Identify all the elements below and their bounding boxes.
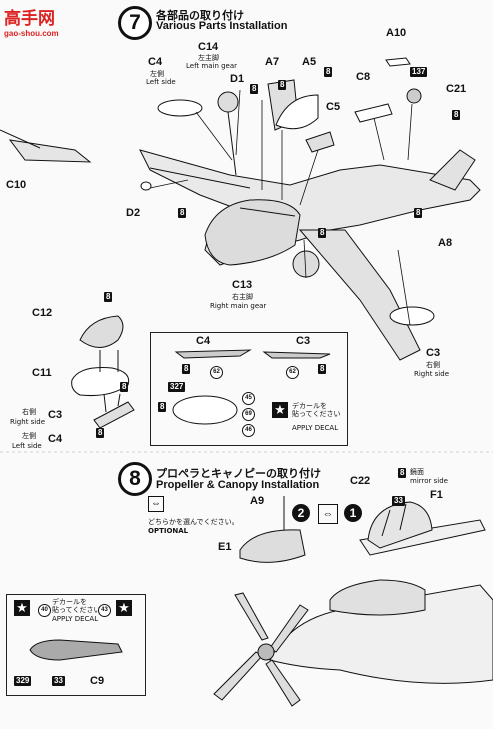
part-e1: E1 (218, 541, 232, 553)
part-c3: C3 (426, 347, 441, 359)
inset-badge-8-bottom: 8 (158, 402, 167, 412)
inset-decal-en: APPLY DECAL (292, 424, 339, 432)
part-a5: A5 (302, 56, 317, 68)
option-2-icon: 2 (292, 504, 310, 522)
part-c3-jp: 右側 (426, 361, 440, 369)
part-c4: C4 (148, 56, 163, 68)
option-swap-icon: ⇔ (318, 504, 338, 524)
part-c4-jp: 左側 (150, 70, 164, 78)
part-c22-en: mirror side (410, 477, 448, 485)
decal-40: 40 (38, 604, 51, 617)
step-7-title-en: Various Parts Installation (156, 20, 288, 32)
inset-part-c4: C4 (196, 335, 211, 347)
decal-69: 69 (242, 408, 255, 421)
inset-badge-8-c3: 8 (318, 364, 327, 374)
part-c3b-en: Right side (10, 418, 45, 426)
part-c14-jp: 左主脚 (198, 54, 219, 62)
badge-8-a7: 8 (278, 80, 287, 90)
part-c13-en: Right main gear (210, 302, 267, 310)
part-d1: D1 (230, 73, 245, 85)
part-c12: C12 (32, 307, 53, 319)
part-a9: A9 (250, 495, 265, 507)
badge-33-c22: 33 (392, 496, 405, 506)
decal-inset-box (150, 332, 348, 446)
part-c13: C13 (232, 279, 253, 291)
part-c13-jp: 右主脚 (232, 293, 253, 301)
part-c3b: C3 (48, 409, 63, 421)
badge-8-a5: 8 (324, 67, 333, 77)
c9-decal-jp: デカールを 貼ってください (52, 598, 101, 615)
part-c9: C9 (90, 675, 105, 687)
part-c4b-jp: 左側 (22, 432, 36, 440)
badge-8-c12: 8 (104, 292, 113, 302)
badge-8-c4b: 8 (96, 428, 105, 438)
part-c8: C8 (356, 71, 371, 83)
part-c22: C22 (350, 475, 371, 487)
watermark: 高手网 gao-shou.com (4, 4, 59, 38)
part-a7: A7 (265, 56, 280, 68)
optional-en: OPTIONAL (148, 527, 189, 535)
decal-46: 46 (242, 424, 255, 437)
step-7-number: 7 (118, 6, 152, 40)
option-1-icon: 1 (344, 504, 362, 522)
optional-icon: ⇔ (148, 496, 164, 512)
part-c5: C5 (326, 101, 341, 113)
badge-8-c21: 8 (452, 110, 461, 120)
part-c21: C21 (446, 83, 467, 95)
badge-8-center: 8 (318, 228, 327, 238)
decal-star-icon: ★ (272, 402, 288, 418)
part-c3-en: Right side (414, 370, 449, 378)
badge-137: 137 (410, 67, 428, 77)
part-f1: F1 (430, 489, 443, 501)
part-c4-en: Left side (146, 78, 176, 86)
decal-star-icon-left: ★ (14, 600, 30, 616)
part-c3b-jp: 右側 (22, 408, 36, 416)
part-a8: A8 (438, 237, 453, 249)
decal-43: 43 (98, 604, 111, 617)
step-8-number: 8 (118, 462, 152, 496)
optional-jp: どちらかを選んでください。 (148, 518, 239, 526)
part-c11: C11 (32, 367, 52, 379)
part-c10: C10 (6, 179, 27, 191)
step-7-title-jp: 各部品の取り付け (156, 9, 244, 22)
part-c4b: C4 (48, 433, 63, 445)
part-c14: C14 (198, 41, 219, 53)
badge-8-c11: 8 (120, 382, 129, 392)
decal-62-right: 62 (286, 366, 299, 379)
inset-part-c3: C3 (296, 335, 311, 347)
part-c22-jp: 鏡面 (410, 468, 424, 476)
badge-329: 329 (14, 676, 32, 686)
decal-45: 45 (242, 392, 255, 405)
badge-33-c9: 33 (52, 676, 65, 686)
inset-decal-jp: デカールを 貼ってください (292, 402, 341, 419)
badge-8-d1: 8 (250, 84, 259, 94)
part-c14-en: Left main gear (186, 62, 238, 70)
step-8-title-jp: プロペラとキャノピーの取り付け (156, 467, 321, 480)
part-c4b-en: Left side (12, 442, 42, 450)
watermark-brand: 高手网 (4, 9, 55, 29)
badge-327: 327 (168, 382, 186, 392)
part-a10: A10 (386, 27, 407, 39)
decal-62-left: 62 (210, 366, 223, 379)
inset-badge-8-c4: 8 (182, 364, 191, 374)
decal-star-icon-right: ★ (116, 600, 132, 616)
c9-decal-en: APPLY DECAL (52, 615, 99, 623)
part-d2: D2 (126, 207, 141, 219)
step-8-title-en: Propeller & Canopy Installation (156, 479, 320, 491)
badge-8-c22: 8 (398, 468, 407, 478)
watermark-url: gao-shou.com (4, 29, 59, 38)
c9-decal-inset (6, 594, 146, 696)
badge-8-right: 8 (414, 208, 423, 218)
badge-8-d2: 8 (178, 208, 187, 218)
